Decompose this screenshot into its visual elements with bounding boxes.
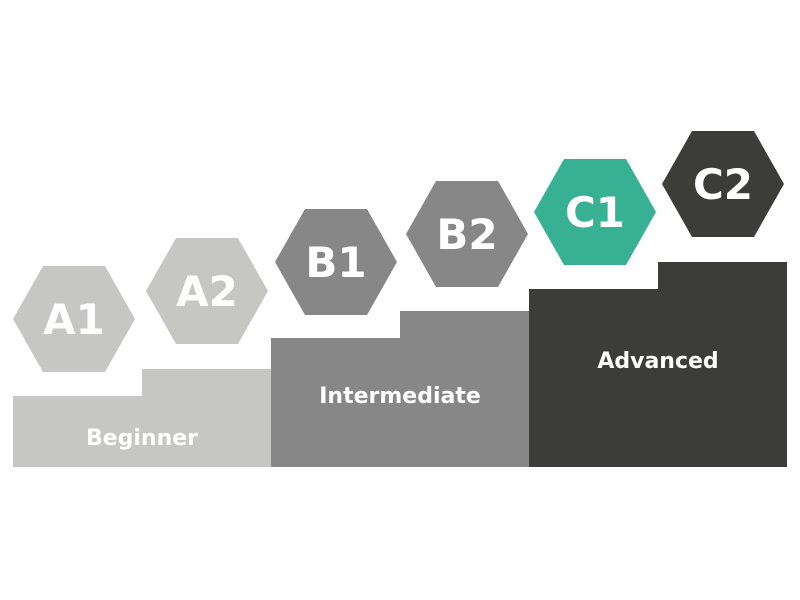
stair-advanced: Advanced [529,262,787,467]
stair-advanced-label: Advanced [597,349,718,374]
hex-a2-label: A2 [176,267,238,316]
hex-a2-shape [146,238,268,344]
hex-a2: A2 [146,238,268,344]
hex-c2-shape [662,131,784,237]
hex-b2: B2 [406,181,528,287]
hex-b1-shape [275,209,397,315]
hex-b2-label: B2 [436,210,497,259]
stair-beginner-shape [13,369,271,467]
hex-b2-shape [406,181,528,287]
hex-c1-shape [534,159,656,265]
hex-c2: C2 [662,131,784,237]
hex-b1-label: B1 [305,238,366,287]
hex-a1-label: A1 [43,295,105,344]
stair-beginner: Beginner [13,369,271,467]
hex-c1-label: C1 [565,188,625,237]
hex-b1: B1 [275,209,397,315]
stair-intermediate-shape [271,311,529,467]
stair-intermediate: Intermediate [271,311,529,467]
hex-c2-label: C2 [693,160,753,209]
stair-intermediate-label: Intermediate [319,384,481,409]
hex-a1: A1 [13,266,135,372]
hex-a1-shape [13,266,135,372]
stair-advanced-shape [529,262,787,467]
hex-c1: C1 [534,159,656,265]
stair-beginner-label: Beginner [86,426,198,451]
